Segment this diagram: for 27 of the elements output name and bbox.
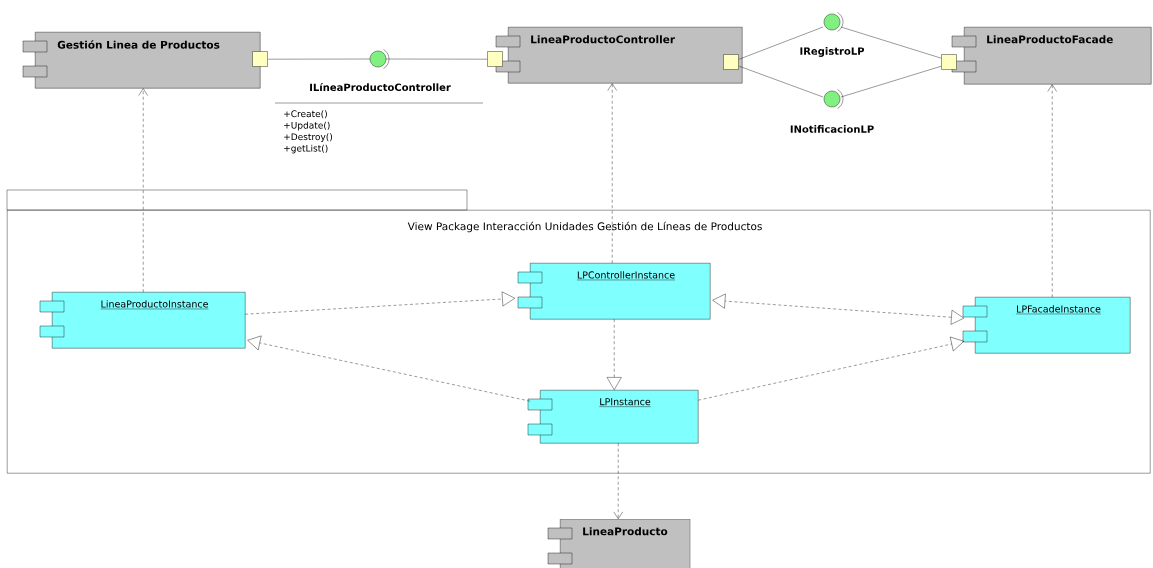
component-instance-box: LPInstance — [527, 390, 699, 444]
component-box: LineaProductoController — [487, 27, 743, 84]
realization-arrow — [698, 336, 965, 401]
component-box: LineaProducto — [547, 519, 691, 568]
interface-line — [840, 66, 942, 98]
realization-arrow — [245, 291, 515, 315]
interface-name: IRegistroLP — [800, 47, 865, 57]
dependency-arrow — [613, 443, 623, 520]
realization-arrow — [247, 335, 531, 402]
interface-name: INotificacionLP — [790, 125, 874, 133]
realization-arrow — [712, 293, 964, 325]
realization-arrow — [606, 319, 622, 390]
component-box: LineaProductoFacade — [941, 27, 1152, 85]
interface-line — [268, 58, 371, 60]
component-instance-box: LPControllerInstance — [517, 263, 711, 320]
interface-line — [739, 66, 824, 98]
dependency-arrow — [1047, 84, 1057, 298]
interface-name: ILíneaProductoController — [310, 82, 451, 92]
dependency-arrow — [607, 83, 617, 264]
interface-line — [840, 26, 942, 59]
operation-list: +Create() +Update() +Destroy() +getList() — [284, 110, 333, 154]
component-box: Gestión Linea de Productos — [22, 32, 268, 89]
component-instance-box: LPFacadeInstance — [962, 297, 1131, 354]
component-instance-box: LineaProductoInstance — [39, 292, 246, 349]
interface-line — [385, 58, 488, 60]
dependency-arrow — [138, 88, 148, 293]
interface-line — [739, 26, 824, 60]
